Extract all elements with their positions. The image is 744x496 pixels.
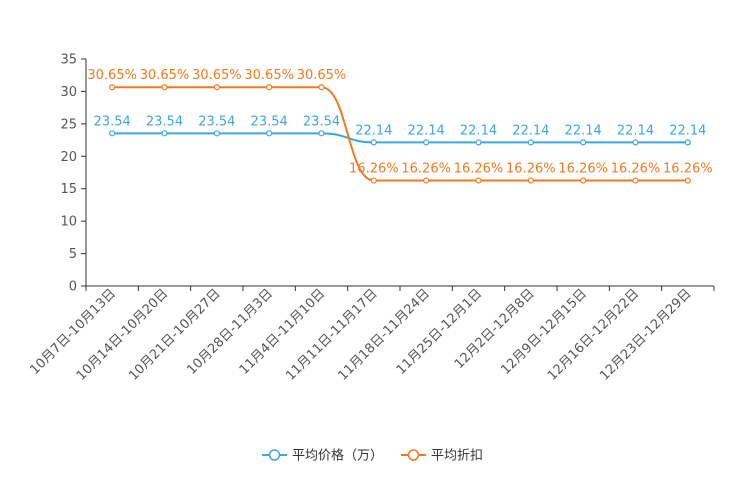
data-point[interactable] xyxy=(370,177,377,184)
data-point[interactable] xyxy=(213,130,220,137)
data-label: 16.26% xyxy=(401,162,451,177)
y-tick-label: 10 xyxy=(60,215,77,230)
x-tick-label: 11月11日-11月17日 xyxy=(283,286,380,383)
data-point[interactable] xyxy=(318,84,325,91)
data-label: 16.26% xyxy=(454,162,504,177)
data-point[interactable] xyxy=(109,84,116,91)
data-label: 16.26% xyxy=(349,162,399,177)
data-label: 23.54 xyxy=(94,114,131,129)
y-tick-label: 15 xyxy=(60,182,77,197)
series-1: 30.65%30.65%30.65%30.65%30.65%16.26%16.2… xyxy=(87,68,713,184)
data-point[interactable] xyxy=(161,130,168,137)
data-label: 23.54 xyxy=(198,114,235,129)
y-tick-label: 5 xyxy=(69,247,77,262)
series-line xyxy=(112,132,688,144)
x-tick-label: 10月21日-10月27日 xyxy=(126,286,223,383)
data-label: 16.26% xyxy=(611,162,661,177)
data-label: 22.14 xyxy=(460,123,497,138)
data-point[interactable] xyxy=(684,177,691,184)
data-point[interactable] xyxy=(632,177,639,184)
x-tick-label: 10月14日-10月20日 xyxy=(74,286,171,383)
data-point[interactable] xyxy=(266,130,273,137)
data-point[interactable] xyxy=(580,139,587,146)
y-tick-label: 20 xyxy=(60,150,77,165)
data-label: 22.14 xyxy=(512,123,549,138)
legend-label: 平均价格（万） xyxy=(292,448,383,464)
y-tick-label: 30 xyxy=(60,85,77,100)
legend-marker-icon xyxy=(407,449,420,461)
data-label: 30.65% xyxy=(192,68,242,83)
data-label: 30.65% xyxy=(87,68,137,83)
data-point[interactable] xyxy=(475,139,482,146)
legend-item[interactable]: 平均价格（万） xyxy=(262,448,383,464)
data-label: 22.14 xyxy=(565,123,602,138)
data-label: 16.26% xyxy=(558,162,608,177)
data-point[interactable] xyxy=(423,177,430,184)
series-0: 23.54 23.54 23.54 23.54 23.54 22.14 22.14 22.14… xyxy=(94,114,706,146)
y-tick-label: 0 xyxy=(69,280,77,295)
data-label: 30.65% xyxy=(244,68,294,83)
data-point[interactable] xyxy=(370,139,377,146)
data-label: 16.26% xyxy=(506,162,556,177)
data-label: 30.65% xyxy=(297,68,347,83)
data-point[interactable] xyxy=(318,130,325,137)
data-point[interactable] xyxy=(109,130,116,137)
x-tick-label: 10月7日-10月13日 xyxy=(27,286,119,378)
data-point[interactable] xyxy=(684,139,691,146)
data-point[interactable] xyxy=(632,139,639,146)
x-tick-label: 12月16日-12月22日 xyxy=(545,286,642,383)
y-tick-label: 35 xyxy=(60,53,77,68)
data-label: 30.65% xyxy=(140,68,190,83)
x-axis-ticks: 10月7日-10月13日10月14日-10月20日10月21日-10月27日10… xyxy=(27,286,715,384)
series-layer: 23.54 23.54 23.54 23.54 23.54 22.14 22.14 22.14… xyxy=(87,68,713,184)
data-point[interactable] xyxy=(423,139,430,146)
data-label: 22.14 xyxy=(408,123,445,138)
legend: 平均价格（万） 平均折扣 xyxy=(262,448,483,464)
data-point[interactable] xyxy=(475,177,482,184)
data-point[interactable] xyxy=(527,139,534,146)
data-label: 22.14 xyxy=(617,123,654,138)
data-label: 23.54 xyxy=(251,114,288,129)
legend-marker-icon xyxy=(268,449,281,461)
data-point[interactable] xyxy=(527,177,534,184)
data-label: 22.14 xyxy=(669,123,706,138)
data-point[interactable] xyxy=(161,84,168,91)
y-tick-label: 25 xyxy=(60,117,77,132)
legend-label: 平均折扣 xyxy=(431,449,483,464)
y-axis-ticks: 0 5 10 15 20 25 30 35 xyxy=(60,53,86,295)
x-tick-label: 12月23日-12月29日 xyxy=(597,286,694,383)
data-label: 23.54 xyxy=(303,114,340,129)
legend-item[interactable]: 平均折扣 xyxy=(401,449,483,464)
data-label: 22.14 xyxy=(355,123,392,138)
data-label: 23.54 xyxy=(146,114,183,129)
data-label: 16.26% xyxy=(663,162,713,177)
data-point[interactable] xyxy=(580,177,587,184)
x-tick-label: 11月18日-11月24日 xyxy=(336,286,433,383)
data-point[interactable] xyxy=(213,84,220,91)
data-point[interactable] xyxy=(266,84,273,91)
